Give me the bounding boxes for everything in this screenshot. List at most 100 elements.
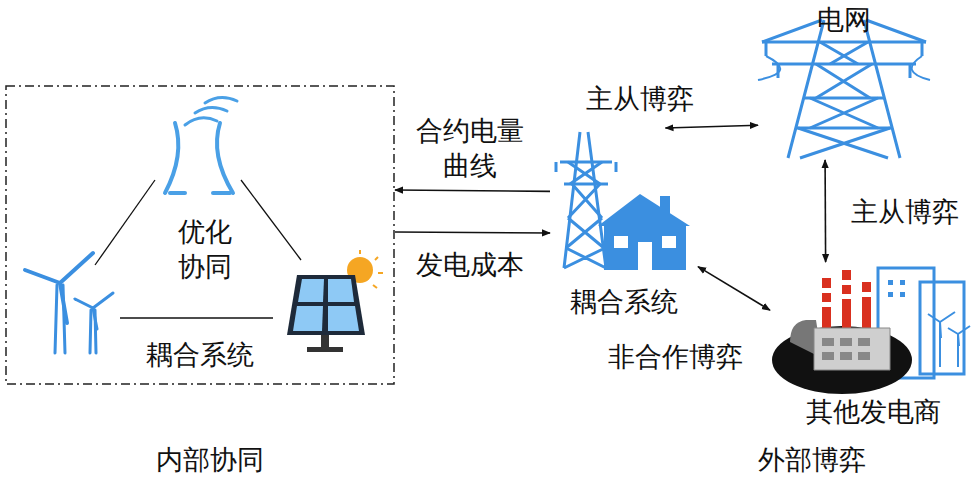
node-label: 优化 协同 [175,214,235,284]
coupling-system-icon-part-part [615,162,618,172]
edge-label: 主从博弈 [838,194,972,229]
solar-panel-icon-part [360,250,383,288]
solar-panel-icon-part [293,279,359,331]
other-generators-icon-part [888,280,905,297]
solar-panel-icon-part-part [378,272,383,274]
other-generators-icon-part-part [888,292,893,297]
other-generators-icon-part [822,338,870,360]
grid-tower-icon-part-part [765,42,768,56]
arrow-connector [395,190,550,191]
coupling-system-icon-part-part [564,162,606,268]
node-label: 其他发电商 [783,394,963,429]
other-generators-icon [770,262,976,396]
grid-tower-icon-part-part [909,64,912,78]
coupling-system-node: 耦合系统 [550,128,698,326]
other-generators-icon-part-part [822,278,831,328]
solar-panel-icon-part-part [293,306,323,331]
other-generators-icon-part-part [842,270,851,328]
wind-turbine-icon-part [93,293,113,308]
wind-turbine-icon-part [55,285,57,353]
other-generators-icon-part-part [822,288,831,293]
solar-panel-icon-part-part [328,279,354,302]
wind-turbine-icon-part [25,270,60,283]
wind-turbine-icon-part [93,308,97,329]
coupling-system-box: 耦合系统 优化 协同 [5,85,395,385]
other-generators-icon-part-part [900,292,905,297]
coupling-system-icon-part-part [638,242,652,270]
arrow-connector [824,160,826,262]
cooling-tower-icon-part [195,107,227,113]
wind-turbine-icon-part [60,283,67,323]
internal-illustration-part [6,86,394,384]
other-generators-icon-part-part [948,326,970,346]
other-generators-icon-part-part [920,282,964,374]
cooling-tower-icon [165,97,237,193]
grid-tower-icon-part-part [921,42,924,56]
coupling-system-icon-part [598,194,690,270]
node-label: 电网 [799,2,889,37]
edge-label: 非合作博弈 [593,339,757,374]
cooling-tower-icon-part [213,191,230,195]
grid-node: 电网 [758,2,930,160]
solar-panel-icon-part [307,347,343,352]
solar-panel-icon-part [287,275,365,335]
solar-panel-icon [287,250,383,352]
triangle-lines [95,180,301,318]
edge-label: 发电成本 [403,247,537,282]
arrow-connector [395,231,550,234]
node-label: 耦合系统 [554,284,694,319]
triangle-lines-part [95,180,155,265]
other-generators-icon-part-part [928,312,955,338]
section-caption: 外部博弈 [740,442,884,477]
node-label: 耦合系统 [100,337,300,372]
other-generators-icon-part-part [862,282,871,328]
solar-panel-icon-part-part [328,306,359,331]
wind-turbine-icon-part [90,310,91,353]
other-generators-icon-part-part [822,352,834,360]
solar-panel-icon-part-part [359,250,361,254]
solar-panel-icon-part-part [373,285,377,288]
triangle-lines-part [120,317,273,318]
arrow-connector [665,125,758,128]
edge-label: 主从博弈 [573,81,707,116]
coupling-system-icon-part-part [662,236,676,248]
other-generators-icon-part [822,270,871,328]
other-generators-icon-part-part [822,338,834,346]
other-generators-node: 其他发电商 [770,262,976,434]
coupling-system-icon-part-part [555,162,558,172]
coupling-system-icon-part-part [598,194,690,226]
other-generators-icon-part-part [842,280,851,285]
other-generators-icon-part-part [858,352,870,360]
cooling-tower-icon-part [185,118,217,125]
solar-panel-icon-part-part [375,257,378,260]
coupling-system-icon-part-part [614,236,628,248]
other-generators-icon-part [790,320,818,354]
coupling-system-icon-part-part [604,226,686,270]
triangle-lines-part [241,180,301,260]
coupling-system-icon [550,128,700,278]
cooling-tower-icon-part [170,191,185,195]
wind-turbine-icon [25,253,113,353]
other-generators-icon-part-part [840,352,852,360]
other-generators-icon-part-part [900,280,905,285]
grid-tower-icon-part-part [798,42,890,158]
other-generators-icon-part-part [842,294,851,299]
solar-panel-icon-part-part [298,279,324,302]
edge-label: 合约电量 曲线 [409,113,531,183]
grid-tower-icon-part [758,20,930,158]
grid-tower-icon-part-part [758,56,930,80]
cooling-tower-icon-part [165,123,178,193]
solar-panel-icon-part [321,335,329,347]
cooling-tower-icon-part [217,123,233,193]
optimization-triangle: 优化 协同 [173,210,237,300]
other-generators-icon-part [814,328,890,370]
section-caption: 内部协同 [138,442,282,477]
cooling-tower-icon-part [205,97,237,103]
other-generators-icon-part-part [888,280,893,285]
coupling-system-icon-part [614,236,676,270]
wind-turbine-icon-part [60,253,93,283]
other-generators-icon-part-part [862,292,871,297]
other-generators-icon-part-part [822,302,831,307]
coupling-system-icon-part-part [564,132,606,268]
coupling-system-icon-part-part [660,196,670,214]
